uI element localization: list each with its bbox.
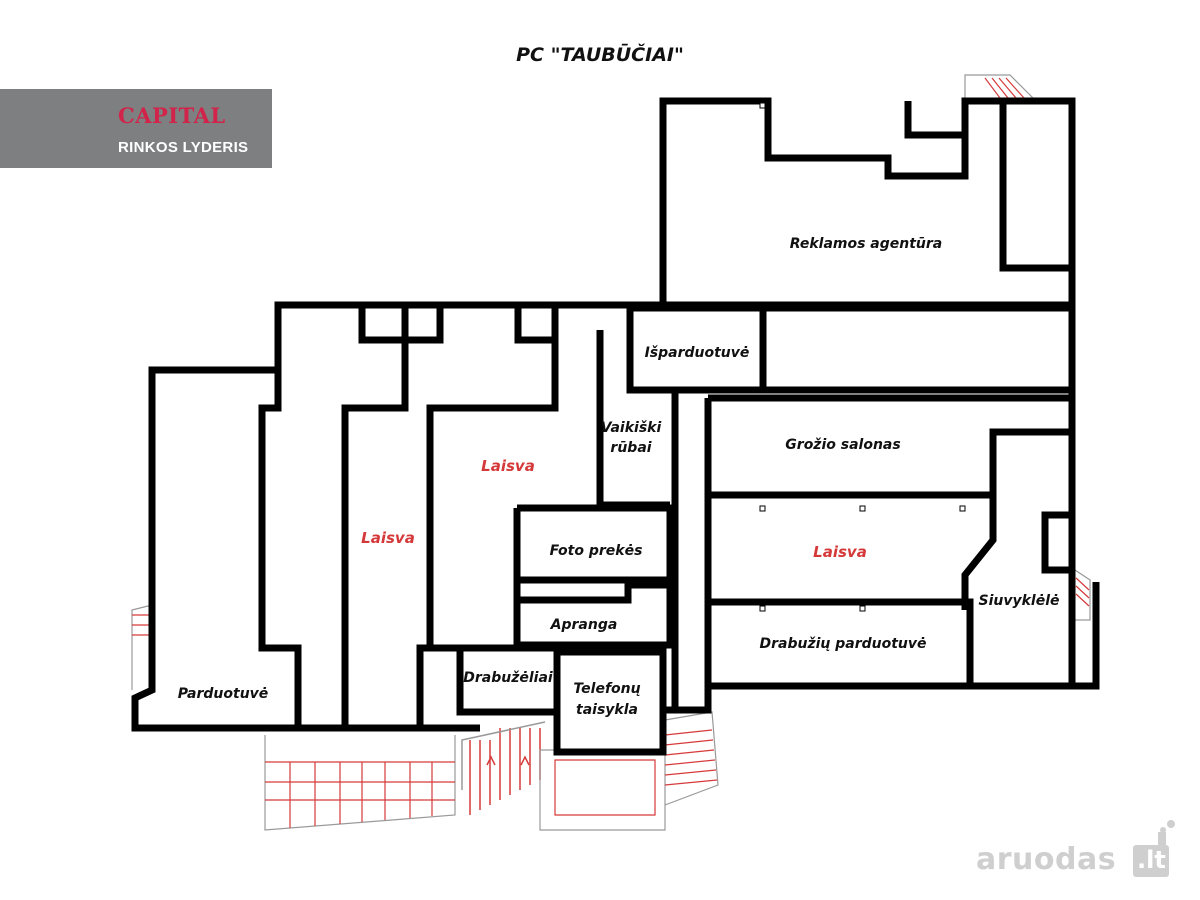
room-label-reklamos: Reklamos agentūra: [790, 236, 943, 252]
room-label-laisva-right: Laisva: [813, 543, 867, 561]
stairs-left-side: [131, 604, 153, 690]
aruodas-tld-box: [1133, 845, 1169, 877]
room-label-drabuzeliai: Drabužėliai: [463, 670, 553, 686]
aruodas-tld: .lt: [1137, 846, 1166, 874]
stairs-bottom-left: [264, 735, 456, 831]
room-label-foto: Foto prekės: [550, 543, 643, 559]
stairs-bottom-right: [664, 711, 719, 806]
aruodas-house-icon: [1158, 820, 1175, 846]
room-label-ispardutuve: Išparduotuvė: [645, 345, 750, 361]
room-label-vaikiski-line1: Vaikiški: [601, 420, 662, 436]
column-markers: [759, 102, 966, 612]
capital-logo-badge: CAPITAL RINKOS LYDERIS: [0, 89, 272, 168]
room-label-laisva-center: Laisva: [481, 457, 535, 475]
stairs-top-right: [964, 74, 1036, 101]
logo-tagline: RINKOS LYDERIS: [118, 139, 249, 156]
room-label-telefonu-line1: Telefonų: [573, 681, 640, 697]
entrance-bottom: [539, 749, 666, 831]
room-label-grozio: Grožio salonas: [785, 437, 900, 453]
room-label-parduotuve: Parduotuvė: [178, 686, 269, 702]
room-label-siuvyklele: Siuvyklėlė: [979, 593, 1060, 609]
aruodas-watermark: aruodas: [976, 842, 1117, 877]
logo-brand: CAPITAL: [118, 103, 226, 128]
plan-title: PC "TAUBŪČIAI": [516, 44, 684, 66]
walls: [131, 97, 1100, 756]
room-label-apranga: Apranga: [550, 617, 618, 633]
stairs-bottom-center: [461, 721, 546, 815]
room-label-laisva-left: Laisva: [361, 529, 415, 547]
room-label-vaikiski-line2: rūbai: [610, 440, 651, 456]
room-label-telefonu-line2: taisykla: [576, 702, 638, 718]
stairs-right-side: [1074, 569, 1091, 621]
room-label-drabuziu: Drabužių parduotuvė: [759, 636, 926, 652]
